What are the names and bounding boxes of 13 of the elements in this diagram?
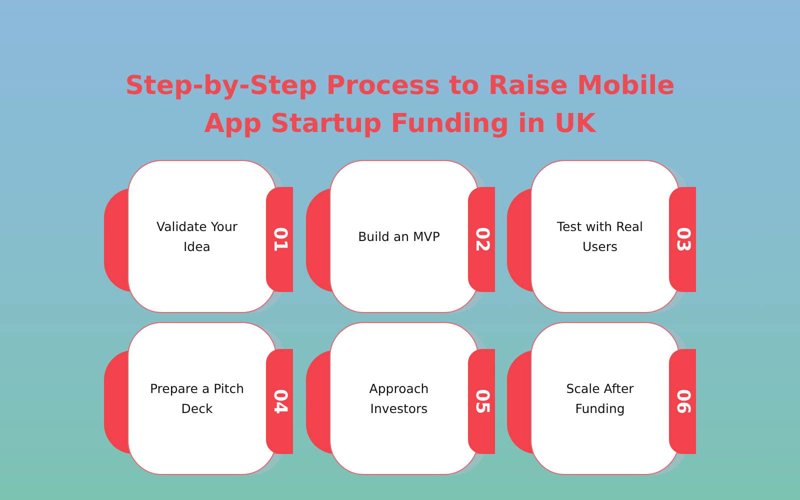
title: Step-by-Step Process to Raise Mobile App Startup Funding in UK bbox=[124, 70, 676, 141]
step-number: 02 bbox=[472, 226, 492, 252]
step-title: Validate Your Idea bbox=[155, 218, 239, 256]
step-number: 06 bbox=[672, 388, 692, 414]
step-number: 03 bbox=[672, 226, 692, 252]
step-title: Build an MVP bbox=[358, 228, 440, 246]
step-title: Scale After Funding bbox=[565, 380, 635, 418]
step-number: 01 bbox=[270, 226, 290, 252]
step-title: Approach Investors bbox=[368, 380, 430, 418]
step-title: Test with Real Users bbox=[556, 218, 644, 256]
step-number: 04 bbox=[270, 388, 290, 414]
step-number: 05 bbox=[472, 388, 492, 414]
step-title: Prepare a Pitch Deck bbox=[148, 380, 246, 418]
